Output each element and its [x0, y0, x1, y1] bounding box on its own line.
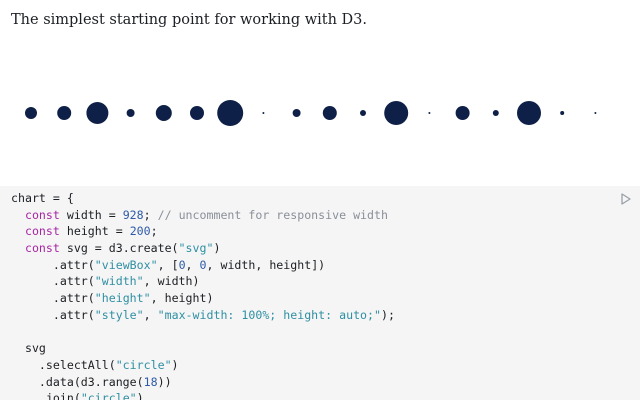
code-line: const svg = d3.create("svg") — [24, 241, 221, 256]
code-line: const width = 928; // uncomment for resp… — [24, 207, 388, 222]
circle — [360, 110, 366, 116]
circle — [492, 110, 499, 116]
circle — [292, 109, 301, 117]
code-line: .attr("style", "max-width: 100%; height:… — [52, 307, 395, 322]
circle — [126, 109, 135, 117]
code-line: .data(d3.range(18)) — [38, 374, 172, 389]
circles-visualization — [25, 100, 597, 126]
code-line: .attr("height", height) — [52, 291, 214, 306]
circle — [517, 101, 541, 125]
code-line: .attr("viewBox", [0, 0, width, height]) — [52, 257, 326, 272]
code-line: .selectAll("circle") — [38, 357, 179, 372]
circle — [594, 112, 597, 114]
code-line: const height = 200; — [24, 224, 158, 239]
circle — [217, 100, 244, 126]
circle — [428, 112, 431, 114]
code-cell[interactable]: chart = { const width = 928; // uncommen… — [0, 186, 640, 400]
code-line: .attr("width", width) — [52, 274, 200, 289]
circle — [262, 112, 265, 114]
code-line: chart = { — [11, 191, 74, 205]
circle — [57, 106, 72, 120]
circle — [322, 106, 337, 120]
circle — [560, 111, 565, 115]
play-icon[interactable] — [620, 192, 632, 206]
circle — [455, 106, 470, 120]
circle — [384, 101, 409, 125]
intro-text: The simplest starting point for working … — [11, 12, 368, 28]
circle — [25, 107, 37, 119]
circle — [86, 102, 109, 124]
code-line: .join("circle") — [38, 391, 144, 400]
code-editor[interactable]: chart = { const width = 928; // uncommen… — [0, 186, 640, 400]
circle — [190, 106, 204, 120]
circle — [155, 105, 172, 121]
code-line: svg — [24, 341, 46, 356]
code-line — [11, 324, 640, 341]
